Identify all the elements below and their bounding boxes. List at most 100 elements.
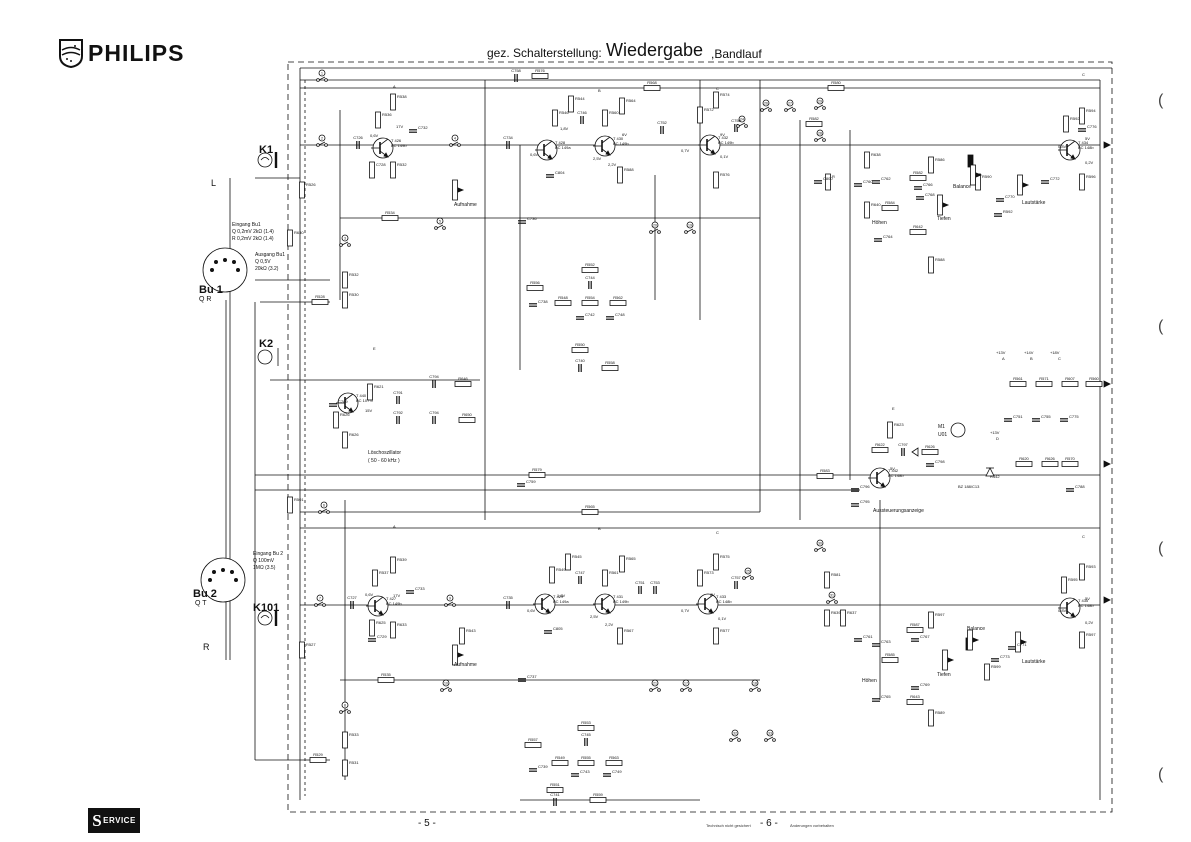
switch-contact bbox=[316, 143, 320, 147]
switch-blade bbox=[751, 686, 759, 691]
voltage-label: 0,1V bbox=[720, 154, 729, 159]
switch-blade bbox=[686, 228, 694, 233]
switch-blade bbox=[816, 546, 824, 551]
voltage-label: 0,2V bbox=[1085, 160, 1094, 165]
wire bbox=[287, 61, 1113, 813]
resistor bbox=[605, 760, 623, 766]
transistor-collector bbox=[601, 136, 611, 144]
capacitor-label: C804 bbox=[555, 170, 565, 175]
resistor-label: R562 bbox=[613, 295, 623, 300]
capacitor-label: C726 bbox=[353, 135, 363, 140]
resistor-label: R557 bbox=[528, 737, 538, 742]
resistor-label: R526 bbox=[306, 182, 316, 187]
switch-blade bbox=[436, 224, 444, 229]
switch-number: 29 bbox=[818, 100, 822, 104]
voltage-label: 15V bbox=[365, 408, 372, 413]
switch-contact bbox=[742, 576, 746, 580]
resistor bbox=[299, 181, 305, 199]
resistor-label: R623 bbox=[894, 422, 904, 427]
resistor bbox=[372, 569, 378, 587]
switch-contact bbox=[784, 108, 788, 112]
capacitor-label: C766 bbox=[923, 182, 933, 187]
resistor bbox=[617, 627, 623, 645]
voltage-label: 2,5V bbox=[590, 614, 599, 619]
transistor-collector bbox=[706, 135, 716, 143]
resistor-label: R576 bbox=[720, 172, 730, 177]
socket-pin bbox=[209, 267, 214, 272]
wiper-arrow bbox=[1020, 639, 1028, 645]
resistor bbox=[287, 229, 293, 247]
socket-pin bbox=[220, 568, 225, 573]
resistor bbox=[871, 447, 889, 453]
capacitor-label: C805 bbox=[553, 626, 563, 631]
capacitor-label: C789 bbox=[338, 399, 348, 404]
capacitor-label: C768 bbox=[925, 192, 935, 197]
resistor-label: R626 bbox=[925, 444, 935, 449]
capacitor-label: C773 bbox=[1000, 654, 1010, 659]
volume-label-lower: Lautstärke bbox=[1022, 659, 1046, 665]
transistor-arrow bbox=[710, 149, 716, 155]
switch-number-ring bbox=[436, 217, 444, 225]
erase-oscillator-label: Löschoszillator bbox=[368, 450, 402, 456]
wiper-arrow bbox=[1022, 182, 1030, 188]
switch-number-ring bbox=[816, 129, 824, 137]
switch-blade bbox=[816, 136, 824, 141]
resistor bbox=[369, 161, 375, 179]
switch-contact bbox=[448, 688, 452, 692]
voltage-label: 0,7V bbox=[681, 608, 690, 613]
capacitor-label: C735 bbox=[503, 595, 513, 600]
voltage-label: 0,6V bbox=[365, 592, 374, 597]
resistor bbox=[1009, 381, 1027, 387]
switch-number-ring bbox=[682, 679, 690, 687]
switch-contact bbox=[680, 688, 684, 692]
resistor-label: R626 bbox=[340, 412, 350, 417]
voltage-label: 2,5V bbox=[593, 156, 602, 161]
potentiometer bbox=[1015, 631, 1021, 653]
rail-label: C bbox=[1082, 534, 1085, 539]
resistor-label: R548 bbox=[558, 295, 568, 300]
switch-contact bbox=[657, 688, 661, 692]
switch-contact bbox=[688, 688, 692, 692]
resistor bbox=[697, 106, 703, 124]
switch-contact bbox=[834, 600, 838, 604]
transistor-label: BC 149b bbox=[718, 140, 734, 145]
rail-label: C bbox=[1082, 72, 1085, 77]
eingang-bu2-title: Eingang Bu 2 bbox=[253, 551, 284, 557]
resistor bbox=[549, 566, 555, 584]
capacitor-label: C794 bbox=[429, 410, 439, 415]
switch-contact bbox=[316, 78, 320, 82]
resistor bbox=[342, 431, 348, 449]
capacitor-label: C742 bbox=[585, 312, 595, 317]
switch-number: 20 bbox=[653, 224, 657, 228]
resistor bbox=[554, 300, 572, 306]
resistor bbox=[928, 709, 934, 727]
capacitor-label: C775 bbox=[1069, 414, 1079, 419]
socket-pin bbox=[231, 259, 236, 264]
resistor bbox=[928, 156, 934, 174]
resistor-label: R643 bbox=[910, 694, 920, 699]
resistor bbox=[342, 731, 348, 749]
transistor-collector bbox=[876, 468, 886, 476]
capacitor-label: C738 bbox=[538, 299, 548, 304]
resistor-label: R633 bbox=[397, 622, 407, 627]
resistor-label: R552 bbox=[585, 262, 595, 267]
eingang-bu2-note: Eingang Bu 2 Q 100mV 1MΩ (3.5) bbox=[253, 551, 283, 572]
resistor-label: R549 bbox=[556, 567, 566, 572]
resistor-label: R532 bbox=[397, 162, 407, 167]
capacitor-label: C794 bbox=[429, 374, 439, 379]
switch-number: 7 bbox=[319, 597, 321, 601]
mode-suffix: ,Bandlauf bbox=[711, 47, 762, 61]
switch-number: 27 bbox=[788, 102, 792, 106]
voltage-label: +13V bbox=[990, 430, 1000, 435]
resistor bbox=[1061, 461, 1079, 467]
switch-contact bbox=[826, 600, 830, 604]
resistor bbox=[528, 472, 546, 478]
resistor bbox=[1079, 173, 1085, 191]
switch-number: 6 bbox=[323, 504, 325, 508]
resistor-label: R565 bbox=[585, 504, 595, 509]
switch-contact bbox=[440, 688, 444, 692]
switch-contact bbox=[339, 710, 343, 714]
ausgang-bu1-line2: 20kΩ (3.2) bbox=[255, 266, 279, 272]
resistor-label: R622 bbox=[875, 442, 885, 447]
